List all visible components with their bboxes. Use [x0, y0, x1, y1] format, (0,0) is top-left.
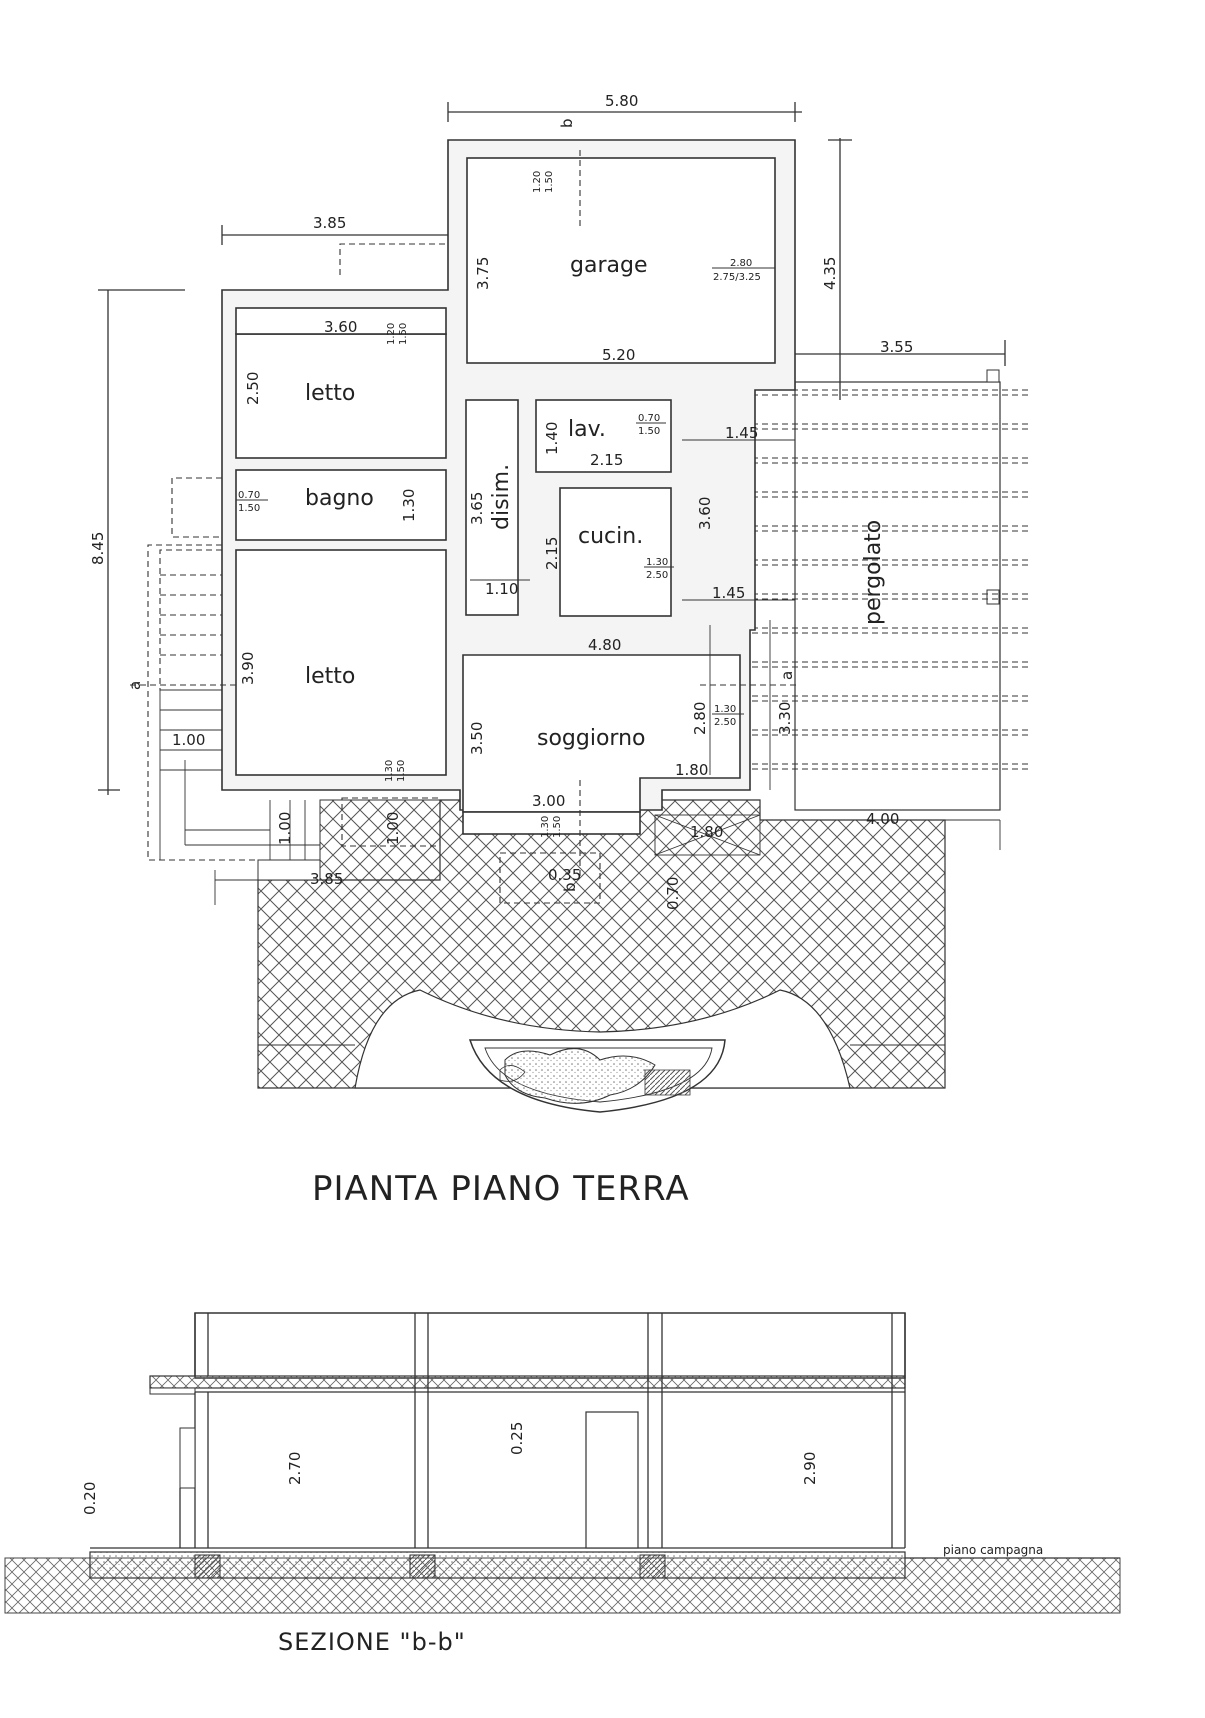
paved-terrace	[257, 799, 946, 1089]
dim-2-80: 2.80	[691, 702, 709, 735]
dim-1-00-a: 1.00	[276, 812, 294, 845]
win-garage2-w: 2.80	[730, 258, 752, 269]
dim-3-90: 3.90	[239, 652, 257, 685]
dim-1-30-bagno: 1.30	[400, 489, 418, 522]
dim-3-00: 3.00	[532, 792, 565, 810]
dim-0-70: 0.70	[664, 877, 682, 910]
dim-4-80: 4.80	[588, 636, 621, 654]
section-drawing: 0.20 2.70 0.25 2.90 piano campagna SEZIO…	[4, 1312, 1121, 1656]
dim-3-65: 3.65	[468, 492, 486, 525]
section-marker-b-top: b	[558, 118, 576, 128]
dim-3-60: 3.60	[324, 318, 357, 336]
section-marker-a-left: a	[126, 681, 144, 690]
win-garage2-h: 2.75/3.25	[713, 272, 761, 283]
room-pergolato: pergolato	[861, 520, 886, 625]
dim-1-00-stairs: 1.00	[172, 731, 205, 749]
dim-4-00: 4.00	[866, 810, 899, 828]
dim-1-80-b: 1.80	[690, 823, 723, 841]
win-letto-w: 1.20	[386, 323, 397, 345]
room-lav: lav.	[568, 417, 606, 442]
win-lav-h: 1.50	[638, 426, 660, 437]
win-lav-w: 0.70	[638, 413, 660, 424]
section-dim-0-25: 0.25	[508, 1422, 526, 1455]
dim-3-85-bottom: 3.85	[310, 870, 343, 888]
win-cucin-w: 1.30	[646, 557, 668, 568]
section-marker-b-bottom: b	[561, 882, 579, 892]
dim-5-20: 5.20	[602, 346, 635, 364]
dim-1-45-a: 1.45	[725, 424, 758, 442]
dim-3-55: 3.55	[880, 338, 913, 356]
dim-3-75: 3.75	[474, 257, 492, 290]
section-dim-2-70: 2.70	[286, 1452, 304, 1485]
room-garage: garage	[570, 253, 647, 278]
win-sogg2-w: 1.30	[540, 816, 551, 838]
room-cucin: cucin.	[578, 524, 643, 549]
room-soggiorno: soggiorno	[537, 726, 646, 751]
dim-2-50: 2.50	[244, 372, 262, 405]
dim-8-45: 8.45	[89, 532, 107, 565]
win-bagno-h: 1.50	[238, 503, 260, 514]
building-walls	[221, 139, 796, 835]
section-marker-a-right: a	[778, 671, 796, 680]
dim-1-10: 1.10	[485, 580, 518, 598]
dim-1-00-b: 1.00	[384, 812, 402, 845]
win-letto2-w: 1.30	[384, 760, 395, 782]
dim-3-60-cucin: 3.60	[696, 497, 714, 530]
dim-2-15-cucin: 2.15	[543, 537, 561, 570]
external-stairs	[147, 243, 761, 904]
win-garage-w: 1.20	[532, 171, 543, 193]
section-dim-0-20: 0.20	[81, 1482, 99, 1515]
win-sogg-w: 1.30	[714, 704, 736, 715]
dim-2-15-lav: 2.15	[590, 451, 623, 469]
dim-5-80: 5.80	[605, 92, 638, 110]
dim-3-85-top: 3.85	[313, 214, 346, 232]
room-letto-bottom: letto	[305, 664, 355, 689]
dim-1-80-a: 1.80	[675, 761, 708, 779]
win-garage-h: 1.50	[544, 171, 555, 193]
plan-text: 5.80 3.85 3.60 5.20 3.55 4.35 3.75 8.45 …	[89, 92, 913, 1209]
dim-0-35: 0.35	[548, 866, 581, 884]
garden-bed	[468, 1039, 726, 1113]
win-sogg-h: 2.50	[714, 717, 736, 728]
win-bagno-w: 0.70	[238, 490, 260, 501]
dim-4-35: 4.35	[821, 257, 839, 290]
win-letto-h: 1.50	[398, 323, 409, 345]
win-sogg2-h: 1.50	[552, 816, 563, 838]
section-dim-2-90: 2.90	[801, 1452, 819, 1485]
dimension-lines	[98, 102, 1006, 905]
ground-level-label: piano campagna	[943, 1543, 1043, 1557]
pergola	[794, 369, 1001, 811]
dim-3-30: 3.30	[776, 702, 794, 735]
room-disim: disim.	[489, 464, 514, 530]
section-lines	[130, 684, 800, 880]
dim-1-45-b: 1.45	[712, 584, 745, 602]
dim-1-40: 1.40	[543, 422, 561, 455]
pergola-slats	[682, 389, 1028, 770]
plan-title: PIANTA PIANO TERRA	[312, 1169, 690, 1209]
win-cucin-h: 2.50	[646, 570, 668, 581]
dim-3-50: 3.50	[468, 722, 486, 755]
section-title: SEZIONE "b-b"	[278, 1628, 466, 1656]
room-bagno: bagno	[305, 486, 374, 511]
room-letto-top: letto	[305, 381, 355, 406]
win-letto2-h: 1.50	[396, 760, 407, 782]
